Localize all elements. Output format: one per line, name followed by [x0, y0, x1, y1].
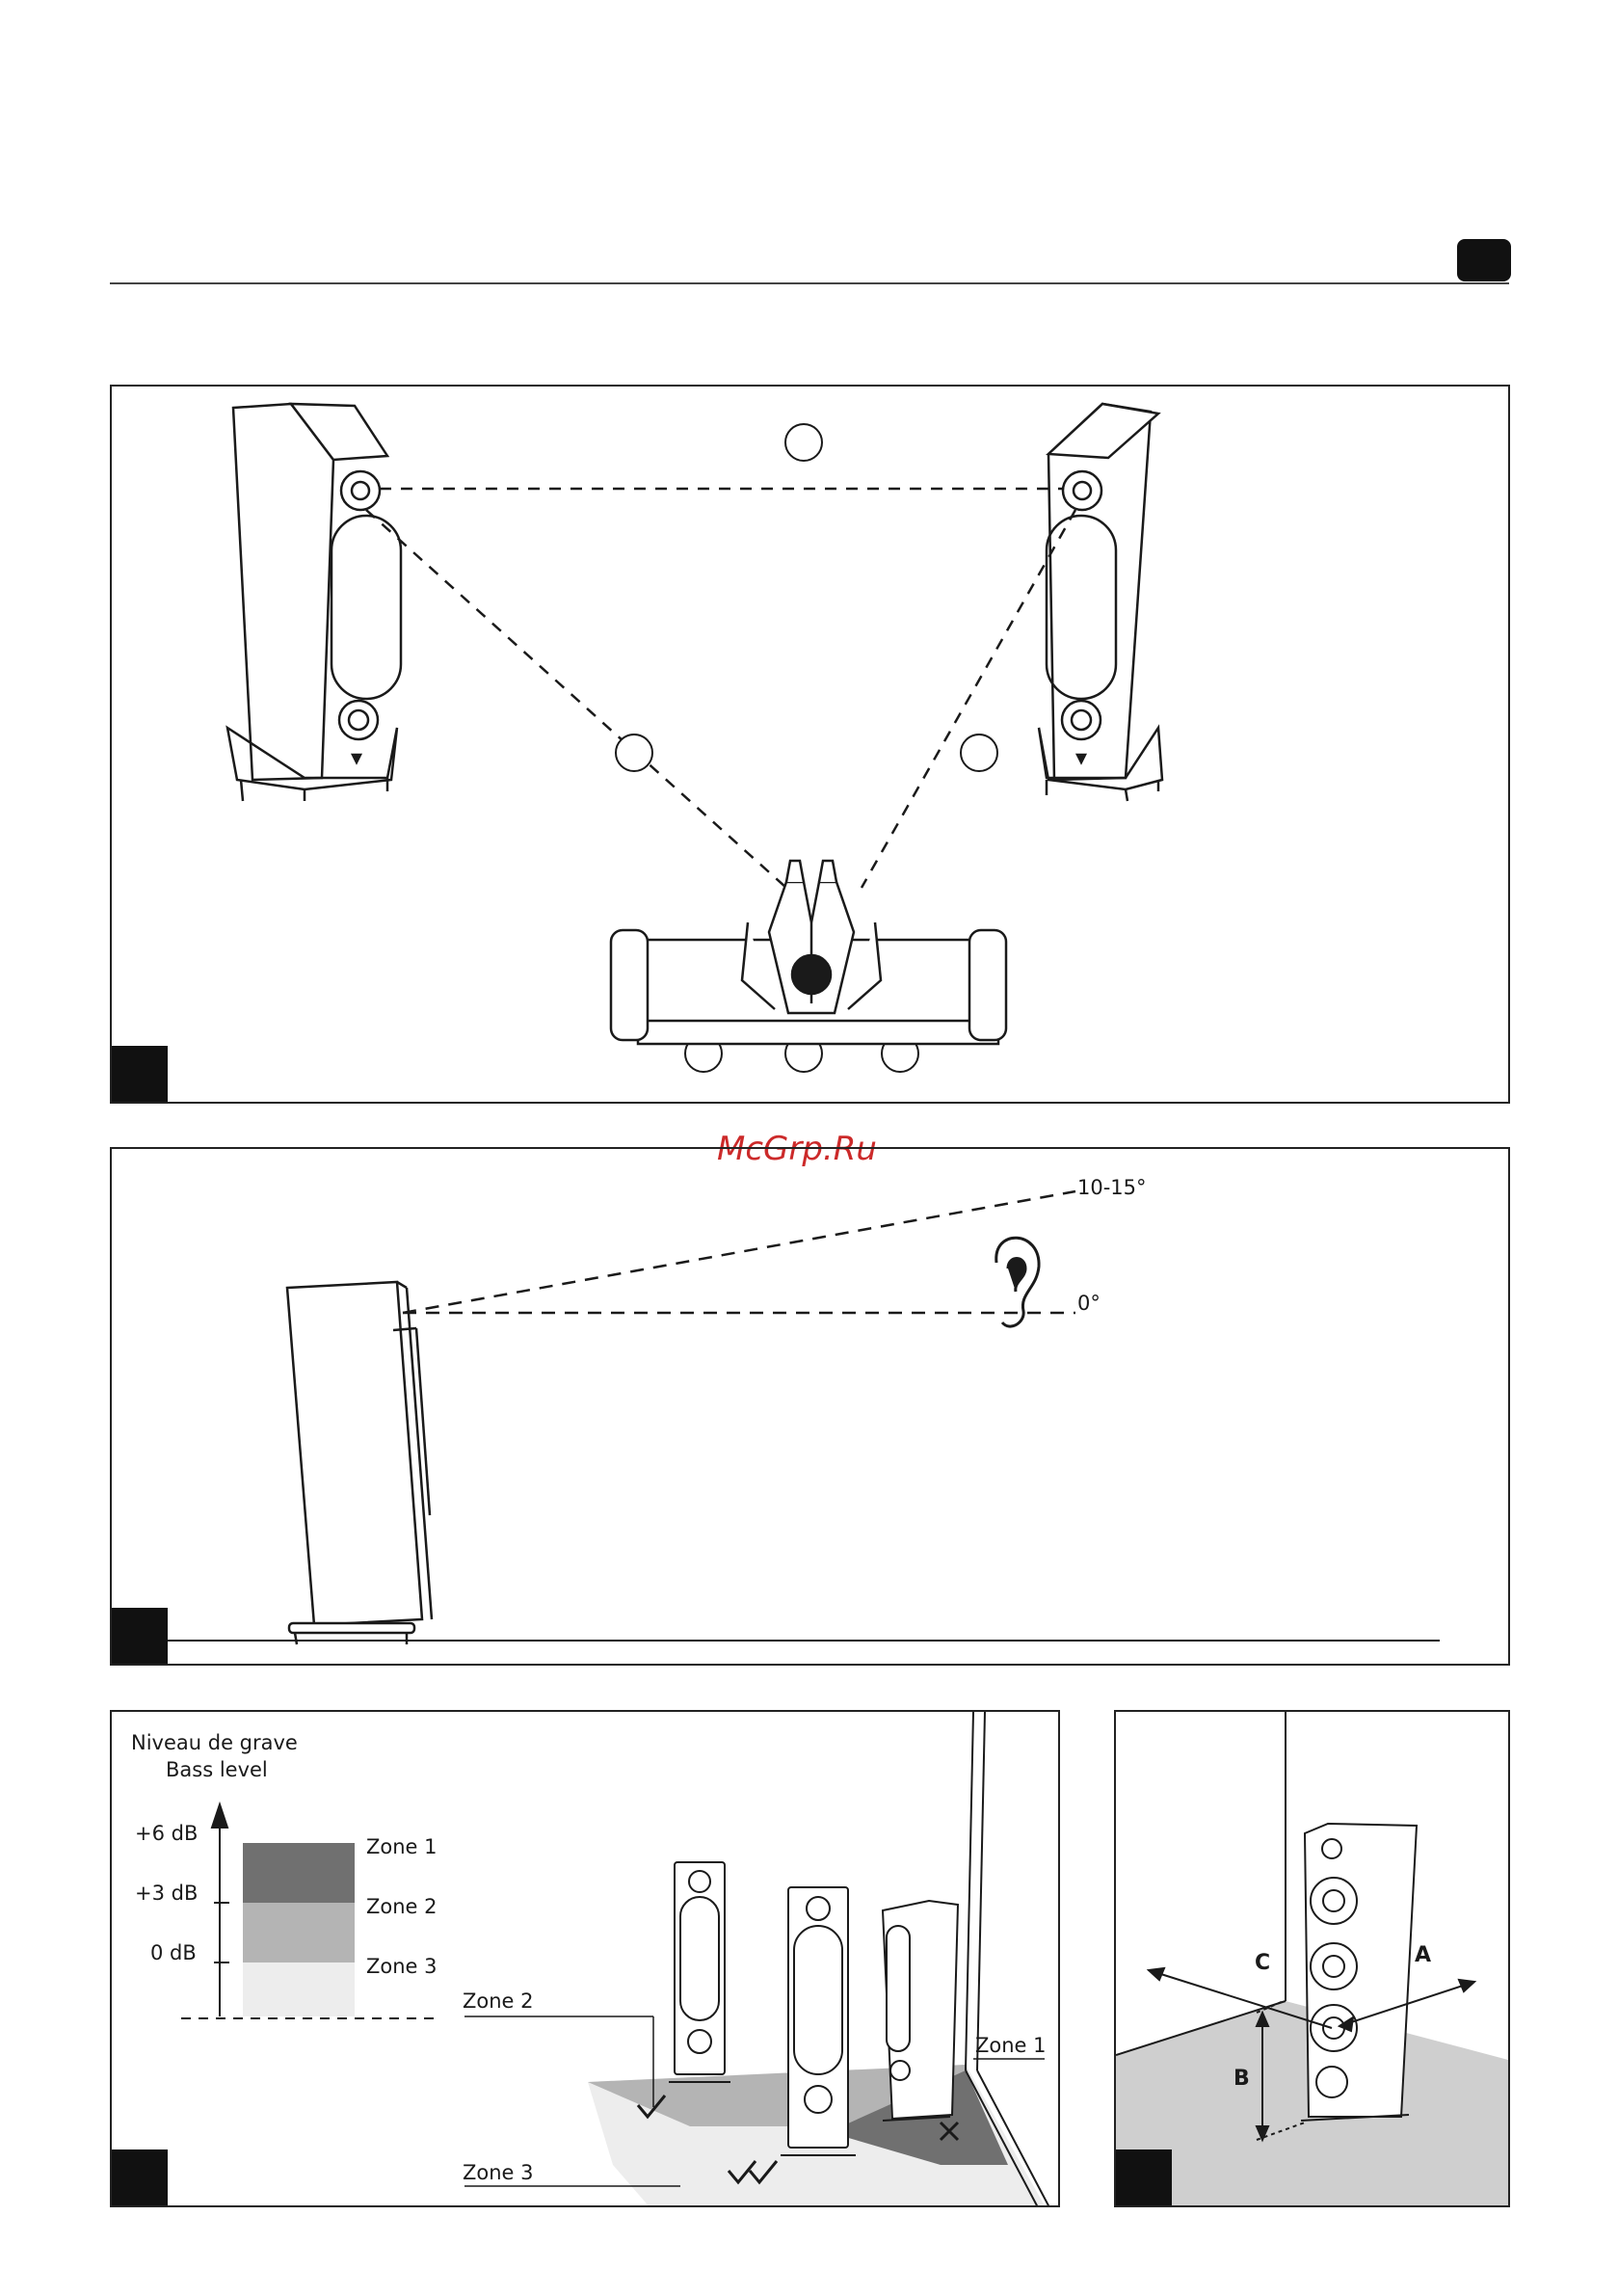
bass-zones-illustration [112, 1712, 1060, 2207]
figure-number-tab [112, 1046, 168, 1102]
zone-3-bar [243, 1962, 355, 2016]
angle-label-bottom: 0° [1077, 1292, 1101, 1315]
zone-2-label: Zone 2 [366, 1895, 438, 1918]
figure-number-tab [112, 1608, 168, 1664]
bass-title-en: Bass level [166, 1758, 268, 1781]
speaker-zone-3 [781, 1887, 856, 2155]
zone-2-bar [243, 1903, 355, 1962]
label-c: C [1255, 1951, 1270, 1975]
speaker-zone-2 [669, 1862, 730, 2082]
zone-3-label: Zone 3 [366, 1955, 438, 1978]
tilt-illustration [112, 1149, 1510, 1666]
listener [742, 861, 881, 1013]
label-a: A [1415, 1943, 1431, 1967]
speaker-zone-1 [883, 1901, 958, 2121]
zone-1-bar [243, 1843, 355, 1903]
figure-tilt-angle: 10-15° 0° [110, 1147, 1510, 1666]
corner-illustration [1116, 1712, 1510, 2207]
header-rule [110, 282, 1509, 284]
left-speaker [227, 404, 401, 801]
angle-lines [403, 1191, 1075, 1313]
figure-listening-triangle [110, 385, 1510, 1104]
listening-triangle-lines [366, 489, 1075, 888]
triangle-illustration [112, 387, 1510, 1104]
level-zero: 0 dB [150, 1941, 197, 1964]
tilted-speaker [287, 1282, 432, 1644]
figure-corner-distances: A B C [1114, 1710, 1510, 2207]
right-speaker [1039, 404, 1162, 801]
page-tab [1457, 239, 1511, 281]
angle-label-top: 10-15° [1077, 1176, 1147, 1199]
figure-number-tab [1116, 2149, 1172, 2205]
level-plus3: +3 dB [135, 1882, 198, 1905]
label-b: B [1233, 2067, 1250, 2091]
corner-speaker [1301, 1824, 1417, 2121]
figure-number-tab [112, 2149, 168, 2205]
bass-title-fr: Niveau de grave [131, 1731, 298, 1754]
callout-zone-2: Zone 2 [463, 1989, 534, 2013]
callout-zone-1: Zone 1 [975, 2034, 1047, 2057]
callout-zone-3: Zone 3 [463, 2161, 534, 2184]
figure-bass-zones: Niveau de grave Bass level +6 dB +3 dB 0… [110, 1710, 1060, 2207]
level-plus6: +6 dB [135, 1822, 198, 1845]
zone-1-label: Zone 1 [366, 1835, 438, 1858]
room-corner [1116, 1712, 1286, 2055]
